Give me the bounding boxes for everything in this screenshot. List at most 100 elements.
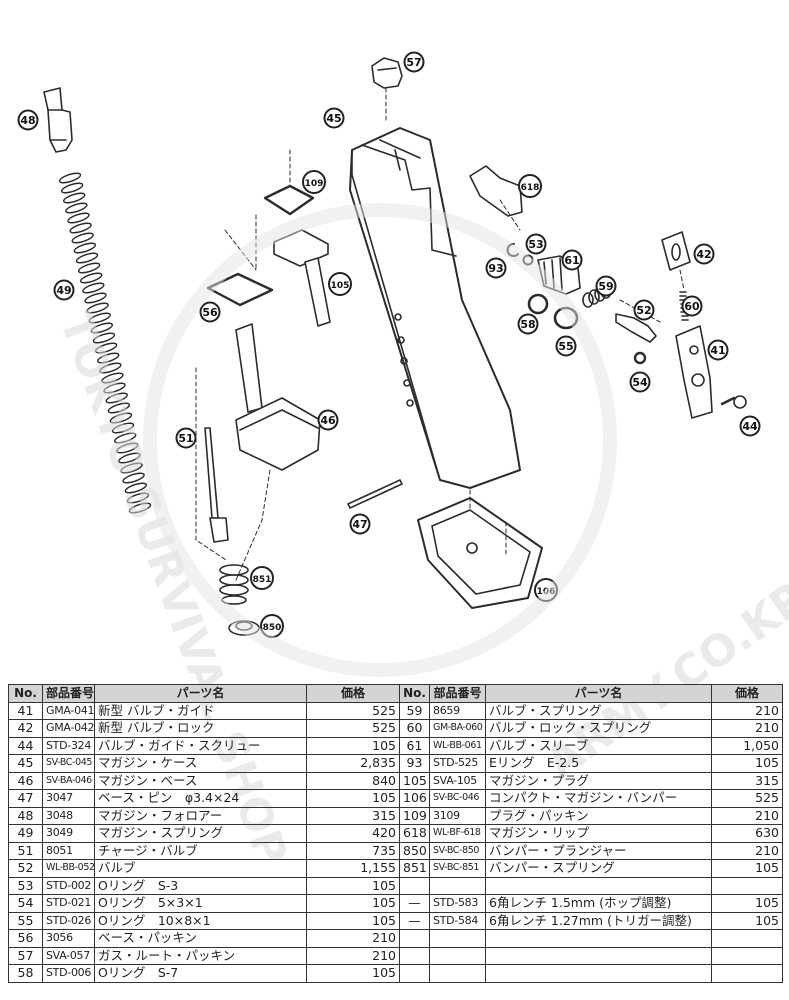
cell-no-right: 105 [399, 771, 430, 790]
cell-part-number: 3056 [42, 929, 95, 948]
callout-851: 851 [250, 566, 274, 590]
cell-part-name: ベース・パッキン [94, 929, 307, 948]
callout-93: 93 [485, 257, 507, 279]
spring-coil [105, 392, 128, 404]
cell-no: 53 [8, 876, 43, 895]
cell-part-name-right: 6角レンチ 1.27mm (トリガー調整) [485, 911, 712, 930]
callout-bubble [629, 371, 651, 393]
callout-45: 45 [323, 107, 345, 129]
callout-49: 49 [53, 279, 75, 301]
cell-price: 525 [306, 701, 400, 720]
cell-part-name-right: 6角レンチ 1.5mm (ホップ調整) [485, 894, 712, 913]
callout-bubble [17, 109, 39, 131]
part-base-pin [347, 479, 403, 509]
cell-no: 57 [8, 946, 43, 965]
cell-part-number-right: SV-BC-850 [429, 841, 486, 860]
header-part-number-right: 部品番号 [429, 684, 486, 703]
spring-coil [113, 432, 137, 444]
callout-52: 52 [633, 299, 655, 321]
cell-price-right: 210 [711, 841, 783, 860]
callout-46: 46 [317, 409, 339, 431]
cell-price-right: 525 [711, 789, 783, 808]
spring-coil [109, 412, 133, 424]
cell-part-number-right: STD-584 [429, 911, 486, 930]
spring-coil [67, 212, 90, 224]
callout-label: 93 [488, 262, 503, 275]
header-part-number: 部品番号 [42, 684, 95, 703]
part-base-packing [206, 272, 274, 307]
callout-56: 56 [199, 301, 221, 323]
callout-label: 52 [636, 304, 651, 317]
cell-part-number-right: SV-BC-046 [429, 789, 486, 808]
cell-part-name-right: バンパー・プランジャー [485, 841, 712, 860]
cell-no-right: 93 [399, 754, 430, 773]
cell-price-right: 1,050 [711, 736, 783, 755]
cell-no: 58 [8, 964, 43, 983]
spring-coil [107, 402, 131, 414]
cell-part-name: マガジン・ケース [94, 754, 307, 773]
spring-coil [82, 282, 105, 294]
cell-no: 41 [8, 701, 43, 720]
cell-part-name: マガジン・ベース [94, 771, 307, 790]
part-valve [615, 313, 657, 343]
callout-label: 53 [528, 238, 543, 251]
header-no-right: No. [399, 684, 430, 703]
cell-part-number-right [429, 876, 486, 895]
cell-price: 210 [306, 946, 400, 965]
callout-label: 44 [742, 420, 758, 433]
cell-part-name: バルブ・ガイド・スクリュー [94, 736, 307, 755]
callout-57: 57 [403, 51, 425, 73]
part-bumper-plunger [228, 620, 260, 636]
cell-no-right: 850 [399, 841, 430, 860]
part-valve-guide [675, 325, 713, 419]
callout-61: 61 [561, 249, 583, 271]
cell-part-number: SV-BC-045 [42, 754, 95, 773]
callout-label: 55 [558, 340, 573, 353]
cell-no-right: — [399, 894, 430, 913]
callout-label: 59 [598, 280, 613, 293]
part-valve-guide-screw [720, 395, 747, 409]
part-magazine-spring [58, 172, 152, 514]
cell-part-number: 8051 [42, 841, 95, 860]
spring-coil [79, 272, 103, 284]
cell-part-name: Oリング S-3 [94, 876, 307, 895]
callout-label: 41 [710, 344, 725, 357]
cell-part-name-right [485, 946, 712, 965]
callout-bubble [707, 339, 729, 361]
callout-label: 850 [263, 623, 282, 633]
spring-coil [62, 192, 86, 204]
cell-part-number-right: STD-525 [429, 754, 486, 773]
cell-part-name: バルブ [94, 859, 307, 878]
cell-no: 46 [8, 771, 43, 790]
cell-no: 48 [8, 806, 43, 825]
cell-part-name-right: Eリング E-2.5 [485, 754, 712, 773]
cell-part-number: STD-006 [42, 964, 95, 983]
cell-no: 47 [8, 789, 43, 808]
cell-price-right: 210 [711, 806, 783, 825]
cell-no: 44 [8, 736, 43, 755]
spring-coil [103, 382, 126, 394]
table-header-row: No. 部品番号 パーツ名 価格 No. 部品番号 パーツ名 価格 [8, 684, 783, 703]
spring-coil [75, 252, 99, 264]
callout-44: 44 [739, 415, 761, 437]
cell-part-name-right: バルブ・スリーブ [485, 736, 712, 755]
spring-coil [116, 442, 139, 454]
spring-coil [92, 332, 116, 344]
cell-no-right: 59 [399, 701, 430, 720]
spring-coil [111, 422, 135, 434]
spring-coil [77, 262, 101, 274]
cell-part-number-right: WL-BF-618 [429, 824, 486, 843]
callout-bubble [681, 295, 703, 317]
cell-part-name-right: マガジン・プラグ [485, 771, 712, 790]
cell-price-right: 105 [711, 754, 783, 773]
cell-no-right [399, 964, 430, 983]
part-gas-route-packing [371, 57, 403, 89]
callout-48: 48 [17, 109, 39, 131]
cell-part-number-right: WL-BB-061 [429, 736, 486, 755]
callout-label: 54 [632, 376, 648, 389]
spring-coil [99, 362, 122, 374]
